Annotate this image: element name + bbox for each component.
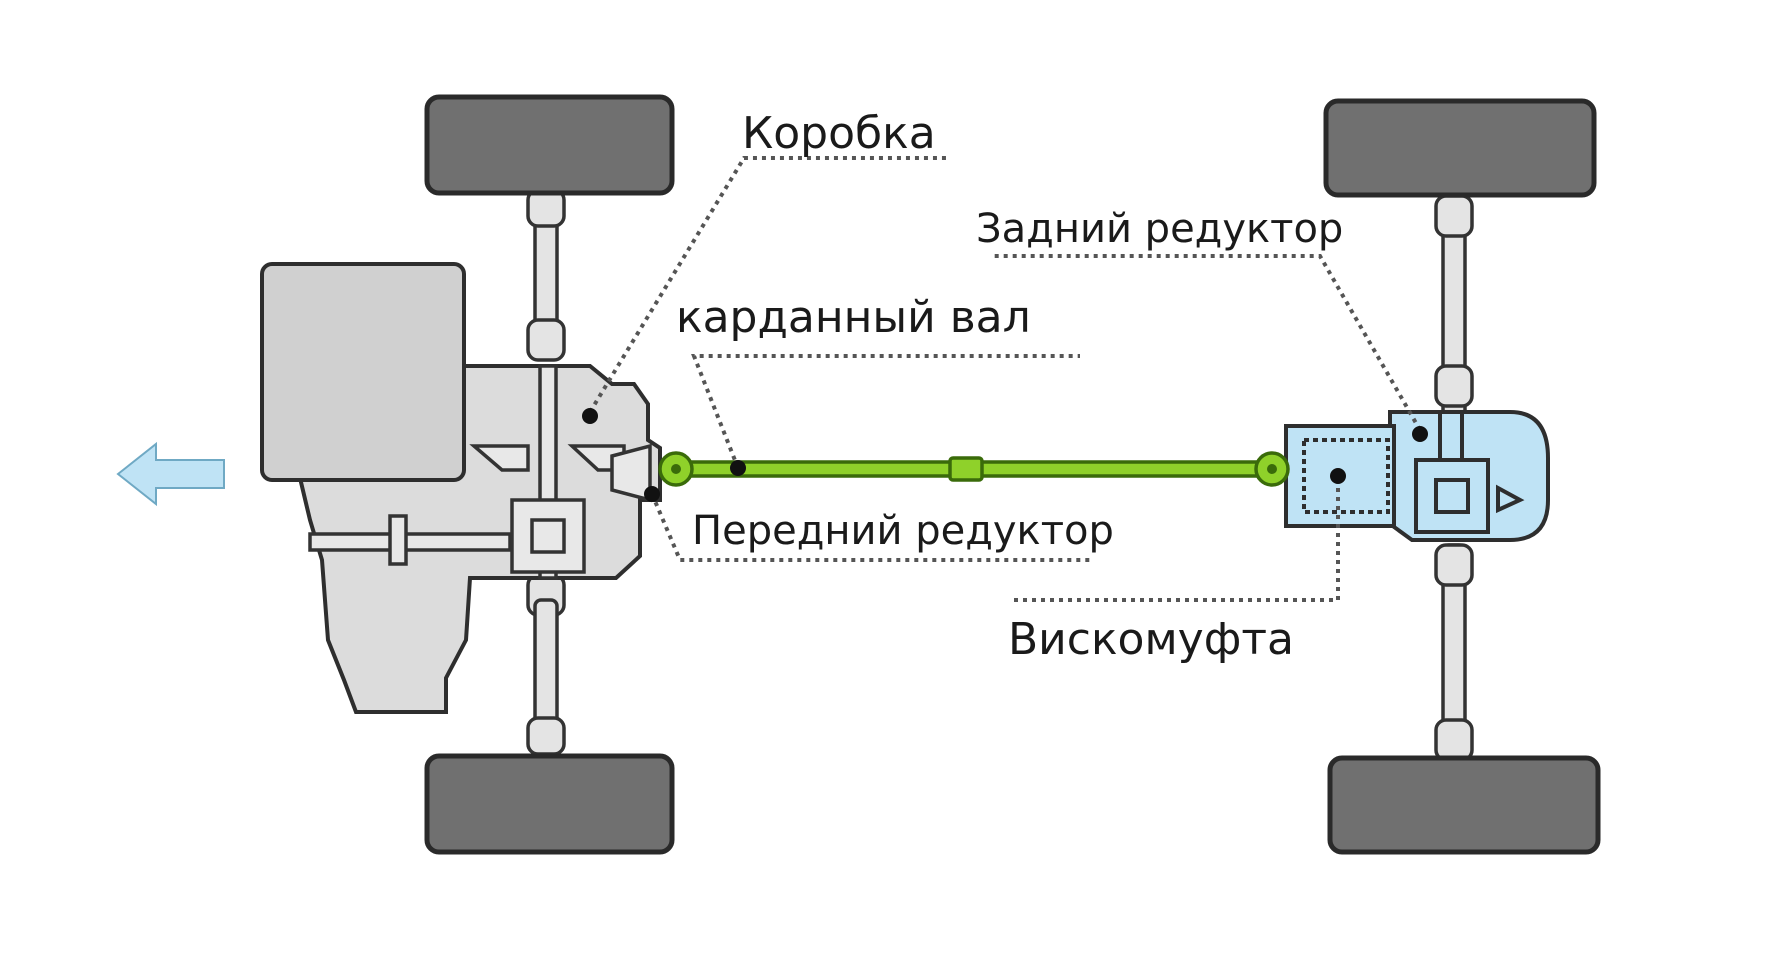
viscous-leader <box>1012 470 1340 602</box>
rear-diff-label: Задний редуктор <box>976 206 1343 252</box>
gearbox-internals <box>308 364 652 580</box>
front-diff-label: Передний редуктор <box>692 508 1114 554</box>
viscous-coupling-label: Вискомуфта <box>1008 614 1294 665</box>
rear-left-wheel <box>1323 98 1597 198</box>
driveshaft-label: карданный вал <box>676 292 1031 343</box>
arrow-left-icon <box>116 441 225 507</box>
rear-right-wheel <box>1327 755 1601 855</box>
front-axle <box>526 188 566 762</box>
front-left-wheel <box>424 94 675 196</box>
gearbox-label: Коробка <box>742 108 936 159</box>
driveshaft <box>658 451 1290 487</box>
front-right-wheel <box>424 753 675 855</box>
engine-block <box>260 262 466 482</box>
gearbox-leader <box>588 156 950 414</box>
rear-diff-internals <box>1414 410 1525 534</box>
front-diff-leader <box>650 493 1090 562</box>
driveshaft-leader <box>691 354 1080 469</box>
rear-diff-leader <box>990 254 1422 431</box>
